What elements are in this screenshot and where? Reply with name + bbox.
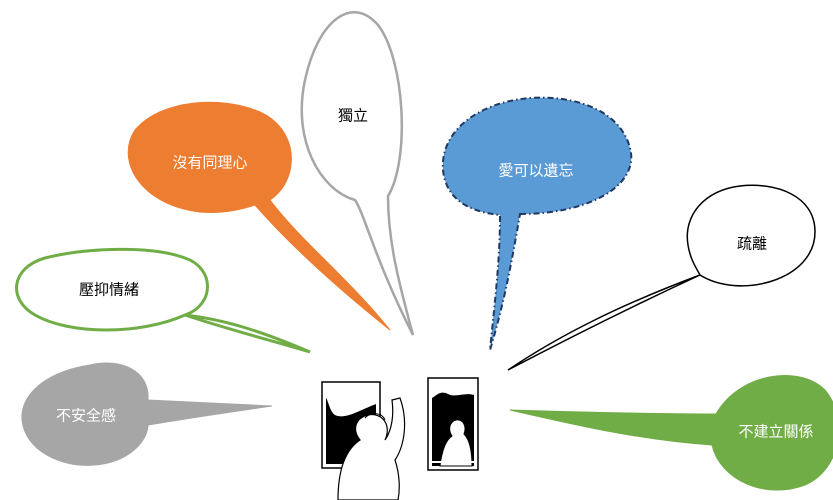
woman-figure [337,397,406,500]
woman-at-window-illustration-icon [321,377,479,500]
bubble-alienation: 疏離 [507,184,816,371]
woman-hair-line [364,413,386,421]
bubble-no-empathy: 沒有同理心 [127,101,391,331]
left-window-curtain [326,386,376,417]
right-window-curtain [432,382,474,398]
bubble-suppress-emotion-shape [15,247,311,354]
bubble-insecurity-shape [21,362,273,466]
bubble-no-empathy-shape [127,101,391,331]
bubble-suppress-emotion: 壓抑情緒 [15,247,311,354]
bubble-alienation-shape [507,184,816,371]
bubble-alienation-label: 疏離 [737,235,767,253]
bubble-insecurity-label: 不安全感 [56,407,116,425]
bubble-no-relationships-shape [509,375,833,491]
bubble-suppress-emotion-label: 壓抑情緒 [79,281,139,299]
bubble-love-forgettable-shape [441,96,633,351]
bubble-love-forgettable-label: 愛可以遺忘 [498,162,573,180]
bubble-independence: 獨立 [300,11,415,336]
bubble-no-relationships-label: 不建立關係 [738,423,813,441]
bubble-no-empathy-label: 沒有同理心 [172,154,247,172]
small-figure [439,419,473,467]
bubble-insecurity: 不安全感 [21,362,273,466]
bubble-independence-label: 獨立 [338,107,368,125]
bubble-no-relationships: 不建立關係 [509,375,833,491]
bubble-independence-shape [300,11,415,336]
bubble-love-forgettable: 愛可以遺忘 [441,96,633,351]
